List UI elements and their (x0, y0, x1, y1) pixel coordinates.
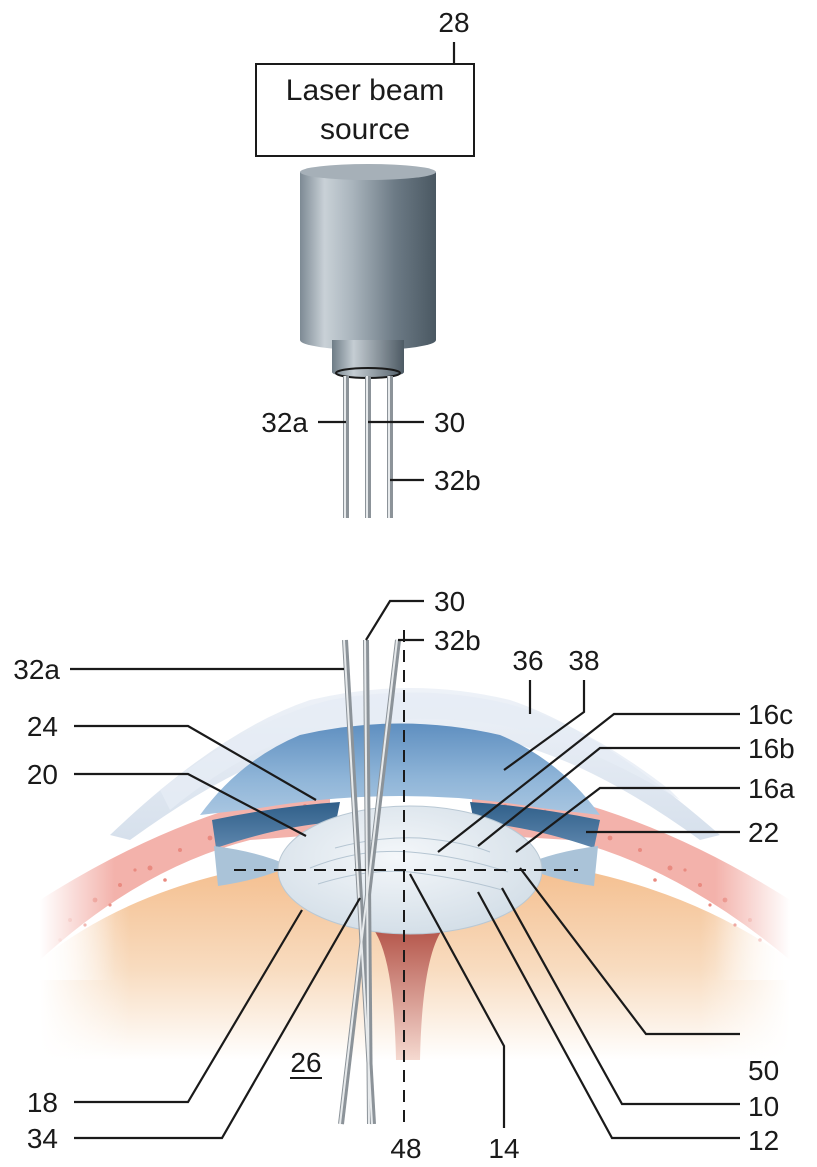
laser-source-label-line2: source (320, 113, 410, 146)
label-34: 34 (27, 1123, 58, 1154)
leader-50 (519, 867, 740, 1036)
leader-12 (477, 891, 740, 1140)
label-32a-top: 32a (261, 407, 308, 438)
label-20: 20 (27, 759, 58, 790)
label-28: 28 (438, 7, 469, 38)
anterior-chamber (200, 723, 600, 815)
iris-left (212, 802, 340, 848)
leader-16a (515, 786, 740, 853)
label-50: 50 (748, 1055, 779, 1086)
leader-34 (74, 897, 361, 1140)
iris-right (470, 802, 600, 848)
label-16c: 16c (748, 699, 793, 730)
leader-16c (437, 712, 740, 853)
bottom-beams (338, 639, 401, 1125)
label-24: 24 (27, 711, 58, 742)
leader-20 (74, 772, 307, 837)
leader-10 (501, 887, 740, 1106)
label-12: 12 (748, 1125, 779, 1156)
label-16a: 16a (748, 773, 795, 804)
leader-16b (477, 746, 740, 847)
laser-source-box (255, 63, 475, 157)
label-30: 30 (434, 586, 465, 617)
label-16b: 16b (748, 733, 795, 764)
leader-14 (409, 873, 506, 1128)
label-14: 14 (488, 1133, 519, 1164)
hyaloid-stalk (374, 930, 442, 1060)
label-36: 36 (512, 645, 543, 676)
label-22: 22 (748, 817, 779, 848)
label-32a: 32a (13, 654, 60, 685)
label-32b-top: 32b (434, 465, 481, 496)
laser-source-label-line1: Laser beam (286, 74, 444, 107)
top-beams (343, 376, 393, 518)
leader-18 (74, 909, 303, 1104)
leader-24 (74, 724, 317, 801)
label-32b: 32b (434, 625, 481, 656)
label-10: 10 (748, 1091, 779, 1122)
label-48: 48 (390, 1133, 421, 1164)
laser-housing (300, 164, 436, 379)
leader-38 (503, 680, 586, 771)
label-26: 26 (290, 1047, 321, 1078)
label-38: 38 (568, 645, 599, 676)
leader-30 (365, 599, 424, 641)
label-18: 18 (27, 1087, 58, 1118)
label-30-top: 30 (434, 407, 465, 438)
